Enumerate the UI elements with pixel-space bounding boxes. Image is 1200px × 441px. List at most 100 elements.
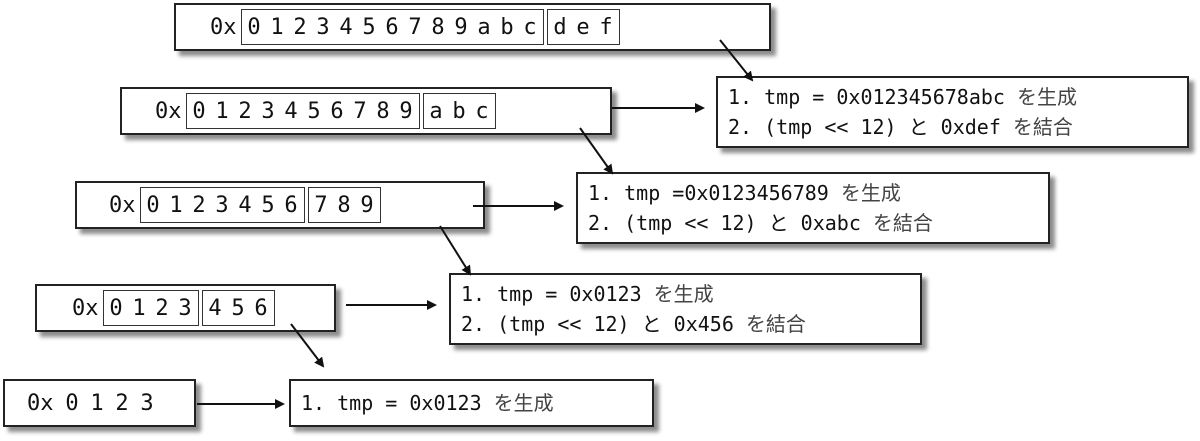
- note-text: 1. tmp = 0x0123 を生成 2. (tmp << 12) と 0x4…: [451, 275, 920, 343]
- hex-digit: 7: [314, 192, 328, 218]
- note-code: 2. (tmp << 12) と 0x456: [461, 312, 734, 336]
- hex-digit: 1: [132, 295, 146, 321]
- hex-digit: f: [599, 14, 613, 40]
- hex-digit: 2: [155, 295, 169, 321]
- hex-digit: 3: [140, 390, 154, 416]
- hex-digit: 5: [231, 295, 245, 321]
- hex-digit: 3: [316, 14, 330, 40]
- hex-digit: 3: [261, 98, 275, 124]
- hex-digit: 0: [109, 295, 123, 321]
- digit-group-split: a b c: [422, 93, 496, 129]
- note-jp: を生成: [840, 181, 901, 205]
- hex-digit-row: 0x 0 1 2 3 4 5 6: [37, 286, 334, 330]
- step-note-row-2: 1. tmp = 0x012345678abc を生成 2. (tmp << 1…: [716, 76, 1189, 148]
- hex-digit: 1: [270, 14, 284, 40]
- hex-digit: 9: [360, 192, 374, 218]
- digit-group-kept: 0 1 2 3 4 5 6 7 8 9 a b c: [240, 9, 544, 45]
- arrow-diagonal-2: [579, 127, 614, 175]
- arrow-diagonal-4: [290, 323, 325, 368]
- arrow-diagonal-1: [719, 39, 754, 82]
- note-line-2: 2. (tmp << 12) と 0x456 を結合: [461, 309, 920, 339]
- hex-prefix: 0x: [109, 192, 136, 218]
- hex-digit: 2: [115, 390, 129, 416]
- note-line-1: 1. tmp = 0x0123 を生成: [461, 279, 920, 309]
- note-jp: を生成: [653, 282, 714, 306]
- hex-digit: 4: [208, 295, 222, 321]
- hex-digit: 5: [307, 98, 321, 124]
- note-jp: を結合: [872, 211, 933, 235]
- hex-box-row-2: 0x 0 1 2 3 4 5 6 7 8 9 a b c: [120, 87, 612, 135]
- note-code: 1. tmp =0x0123456789: [588, 181, 829, 205]
- hex-digit: 6: [254, 295, 268, 321]
- hex-digit: 0: [247, 14, 261, 40]
- arrow-diagonal-3: [439, 225, 472, 276]
- hex-digit: d: [553, 14, 567, 40]
- hex-digit: 8: [431, 14, 445, 40]
- hex-digit: 3: [178, 295, 192, 321]
- note-text: 1. tmp =0x0123456789 を生成 2. (tmp << 12) …: [578, 174, 1048, 242]
- hex-digit: 2: [238, 98, 252, 124]
- step-note-row-5: 1. tmp = 0x0123 を生成: [289, 379, 654, 427]
- hex-box-row-5: 0x 0 1 2 3: [3, 379, 196, 427]
- note-text: 1. tmp = 0x012345678abc を生成 2. (tmp << 1…: [718, 78, 1187, 146]
- hex-digit: 9: [454, 14, 468, 40]
- hex-digit: 6: [330, 98, 344, 124]
- digit-group-split: 7 8 9: [307, 187, 381, 223]
- note-code: 1. tmp = 0x012345678abc: [728, 85, 1005, 109]
- hex-digit: 2: [293, 14, 307, 40]
- digit-group-kept: 0 1 2 3 4 5 6: [139, 187, 305, 223]
- hex-digit: 5: [362, 14, 376, 40]
- hex-prefix: 0x: [72, 295, 99, 321]
- note-line-1: 1. tmp =0x0123456789 を生成: [588, 178, 1048, 208]
- hex-digit: 4: [339, 14, 353, 40]
- hex-digit: 1: [169, 192, 183, 218]
- hex-digit: 0: [192, 98, 206, 124]
- note-jp: を結合: [745, 312, 806, 336]
- digit-group-split: d e f: [546, 9, 620, 45]
- hex-digit: e: [576, 14, 590, 40]
- hex-digit: a: [429, 98, 443, 124]
- hex-digit: 1: [215, 98, 229, 124]
- note-code: 1. tmp = 0x0123: [301, 391, 482, 415]
- hex-digit: c: [475, 98, 489, 124]
- hex-digit: 0: [146, 192, 160, 218]
- hex-prefix: 0x: [210, 14, 237, 40]
- hex-digit: b: [452, 98, 466, 124]
- hex-digit-row: 0x 0 1 2 3: [5, 381, 194, 425]
- hex-box-row-1: 0x 0 1 2 3 4 5 6 7 8 9 a b c d e f: [174, 3, 771, 51]
- hex-digit: 3: [215, 192, 229, 218]
- digit-group-kept: 0 1 2 3: [102, 290, 199, 326]
- note-code: 1. tmp = 0x0123: [461, 282, 642, 306]
- hex-digit: 6: [284, 192, 298, 218]
- hex-digit: 6: [385, 14, 399, 40]
- note-line-2: 2. (tmp << 12) と 0xdef を結合: [728, 112, 1187, 142]
- hex-digit: b: [500, 14, 514, 40]
- hex-digit: 0: [65, 390, 79, 416]
- hex-digit: c: [523, 14, 537, 40]
- hex-digit: 7: [408, 14, 422, 40]
- hex-digit-row: 0x 0 1 2 3 4 5 6 7 8 9: [77, 183, 483, 227]
- note-jp: を結合: [1012, 115, 1073, 139]
- hex-digit: 8: [376, 98, 390, 124]
- step-note-row-4: 1. tmp = 0x0123 を生成 2. (tmp << 12) と 0x4…: [449, 273, 922, 345]
- hex-digit: a: [477, 14, 491, 40]
- hex-digit-row: 0x 0 1 2 3 4 5 6 7 8 9 a b c: [122, 89, 610, 133]
- note-jp: を生成: [493, 391, 554, 415]
- note-code: 2. (tmp << 12) と 0xdef: [728, 115, 1001, 139]
- digit-group-split: 4 5 6: [201, 290, 275, 326]
- note-code: 2. (tmp << 12) と 0xabc: [588, 211, 861, 235]
- note-text: 1. tmp = 0x0123 を生成: [291, 381, 652, 425]
- hex-prefix: 0x: [27, 390, 54, 416]
- hex-prefix: 0x: [155, 98, 182, 124]
- hex-digit: 4: [284, 98, 298, 124]
- note-line-2: 2. (tmp << 12) と 0xabc を結合: [588, 208, 1048, 238]
- note-line-1: 1. tmp = 0x0123 を生成: [301, 388, 652, 418]
- hex-digit: 2: [192, 192, 206, 218]
- hex-digit: 1: [90, 390, 104, 416]
- hex-box-row-3: 0x 0 1 2 3 4 5 6 7 8 9: [75, 181, 485, 229]
- hex-digit: 9: [399, 98, 413, 124]
- note-line-1: 1. tmp = 0x012345678abc を生成: [728, 82, 1187, 112]
- hex-digit: 5: [261, 192, 275, 218]
- digit-group-kept: 0 1 2 3 4 5 6 7 8 9: [185, 93, 420, 129]
